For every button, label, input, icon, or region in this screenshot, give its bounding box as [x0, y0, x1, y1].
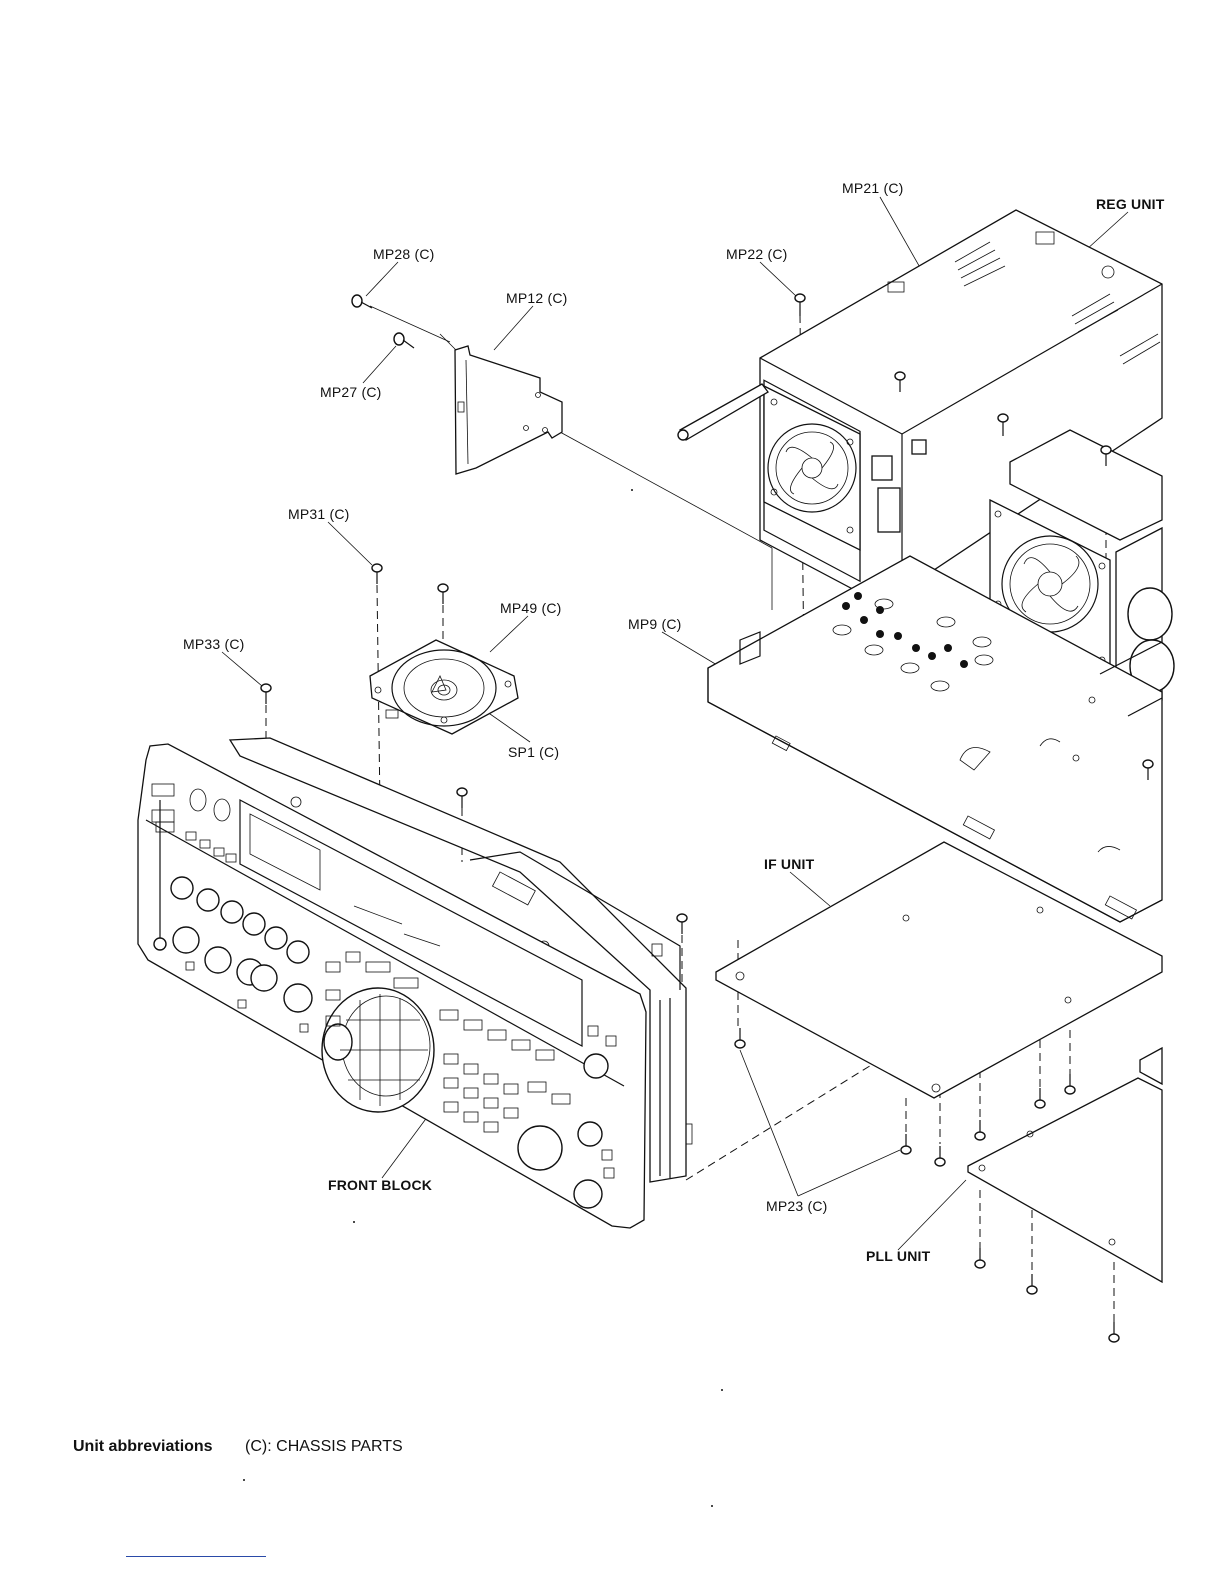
- label-mp49: MP49 (C): [500, 600, 562, 616]
- mp23-screw-right: [901, 1134, 911, 1154]
- label-front-block: FRONT BLOCK: [328, 1177, 432, 1193]
- front-block: [138, 738, 692, 1228]
- mp12-bracket: [455, 346, 562, 474]
- mp27-screw: [394, 333, 414, 348]
- mp31-screw: [372, 564, 382, 584]
- unit-abbreviations-legend: Unit abbreviations (C): CHASSIS PARTS: [73, 1438, 403, 1456]
- label-mp12: MP12 (C): [506, 290, 568, 306]
- screw-front-top: [457, 788, 467, 808]
- label-mp23: MP23 (C): [766, 1198, 828, 1214]
- pll-screw-1: [975, 1248, 985, 1268]
- mp23-screw-left: [735, 1028, 745, 1048]
- screw-front-right: [677, 914, 687, 934]
- if-screw-4: [1065, 1074, 1075, 1094]
- pll-unit-board: [968, 1048, 1162, 1282]
- shaft-rod: [678, 384, 768, 440]
- if-screw-3: [1035, 1088, 1045, 1108]
- label-mp33: MP33 (C): [183, 636, 245, 652]
- label-pll-unit: PLL UNIT: [866, 1248, 930, 1264]
- legend-entry: (C): CHASSIS PARTS: [245, 1438, 403, 1455]
- pll-screw-2: [1027, 1274, 1037, 1294]
- label-reg-unit: REG UNIT: [1096, 196, 1165, 212]
- label-mp21: MP21 (C): [842, 180, 904, 196]
- label-mp28: MP28 (C): [373, 246, 435, 262]
- mp33-screw: [261, 684, 271, 704]
- reg-unit: [760, 210, 1162, 612]
- pll-screw-3: [1109, 1322, 1119, 1342]
- label-mp31: MP31 (C): [288, 506, 350, 522]
- label-mp22: MP22 (C): [726, 246, 788, 262]
- mp28-screw: [352, 295, 372, 308]
- label-mp9: MP9 (C): [628, 616, 682, 632]
- label-mp27: MP27 (C): [320, 384, 382, 400]
- label-sp1: SP1 (C): [508, 744, 559, 760]
- label-if-unit: IF UNIT: [764, 856, 814, 872]
- footer-rule: [126, 1556, 266, 1557]
- if-screw-1: [935, 1146, 945, 1166]
- sp1-speaker: [370, 640, 518, 734]
- legend-title: Unit abbreviations: [73, 1438, 213, 1455]
- mp22-screw: [795, 294, 805, 316]
- main-tuning-dial: [322, 988, 434, 1112]
- if-screw-2: [975, 1120, 985, 1140]
- mp49-screw: [438, 584, 448, 604]
